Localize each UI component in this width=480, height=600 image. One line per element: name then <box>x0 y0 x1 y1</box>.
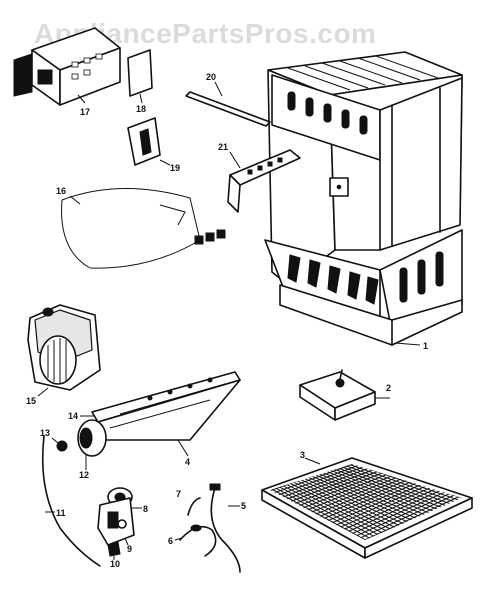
callout-labels: 1 2 3 4 5 6 7 8 9 10 11 12 13 14 15 16 1… <box>26 72 428 569</box>
callout-2: 2 <box>386 383 391 393</box>
part-19-clip <box>127 117 171 166</box>
callout-5: 5 <box>241 501 246 511</box>
part-16-baffle <box>61 188 226 269</box>
part-9-valve-body <box>97 497 135 546</box>
part-15-blower <box>27 304 101 397</box>
callout-8: 8 <box>143 504 148 514</box>
part-2-control-block <box>299 369 390 421</box>
callout-11: 11 <box>56 508 66 518</box>
part-3-filter-grille <box>261 457 473 559</box>
callout-13: 13 <box>40 428 50 438</box>
part-21-burner-bracket <box>227 149 301 213</box>
callout-10: 10 <box>110 559 120 569</box>
callout-17: 17 <box>80 107 90 117</box>
callout-3: 3 <box>300 450 305 460</box>
callout-19: 19 <box>170 163 180 173</box>
callout-7: 7 <box>176 489 181 499</box>
part-18-bracket <box>127 49 153 104</box>
part-12-burner-disc <box>77 419 107 470</box>
part-17-junction-box <box>13 27 121 106</box>
callout-21: 21 <box>218 142 228 152</box>
callout-4: 4 <box>185 457 190 467</box>
part-4-burner-tray <box>91 371 241 457</box>
part-6-wire-lead <box>174 525 217 557</box>
callout-14: 14 <box>68 411 78 421</box>
part-1-cabinet <box>264 51 463 346</box>
part-5-thermocouple <box>209 483 241 573</box>
callout-9: 9 <box>127 544 132 554</box>
part-11-gas-line <box>41 435 101 567</box>
callout-16: 16 <box>56 186 66 196</box>
callout-1: 1 <box>423 341 428 351</box>
part-7-sensor <box>187 497 202 532</box>
callout-6: 6 <box>168 536 173 546</box>
callout-18: 18 <box>136 104 146 114</box>
part-20-rod <box>185 81 271 127</box>
callout-20: 20 <box>206 72 216 82</box>
part-10-valve-fitting <box>107 541 121 560</box>
part-13-fitting <box>51 437 68 452</box>
callout-15: 15 <box>26 396 36 406</box>
callout-12: 12 <box>79 470 89 480</box>
